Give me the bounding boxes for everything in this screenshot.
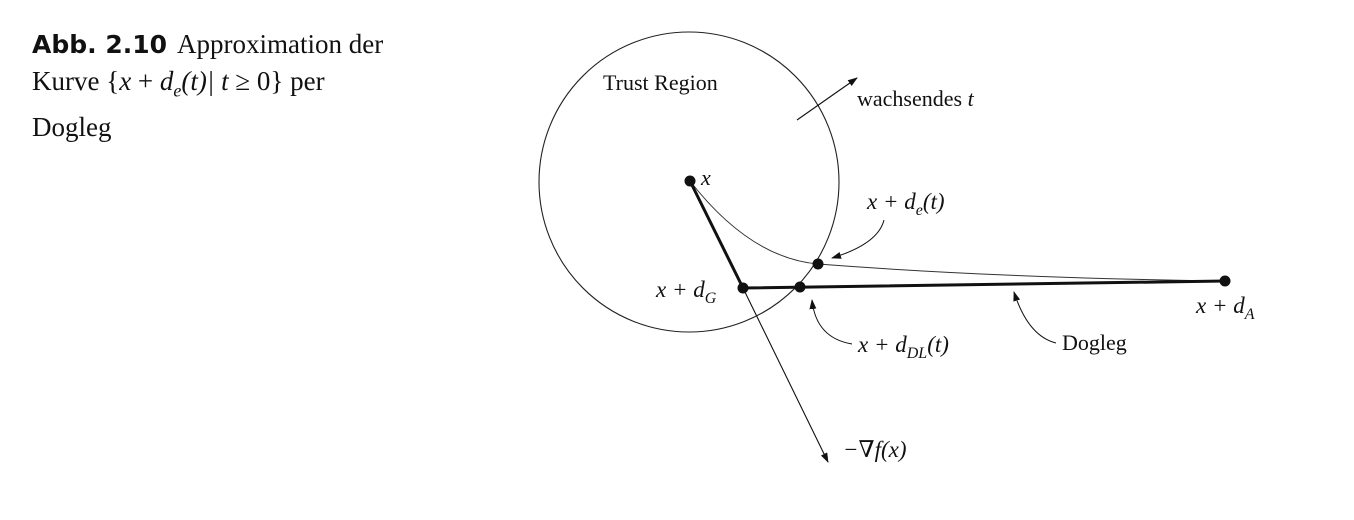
point-x-de-t — [812, 258, 824, 270]
x-ddl-t-label: x + dDL(t) — [857, 332, 949, 362]
caption-plus: + — [131, 66, 160, 96]
x-da-label: x + dA — [1195, 293, 1255, 323]
figure-number: Abb. 2.10 — [32, 30, 168, 59]
caption-text-1: Approximation der — [177, 29, 384, 59]
point-x-dg — [737, 282, 749, 294]
trust-region-label: Trust Region — [603, 70, 718, 95]
point-x-ddl-t — [794, 281, 806, 293]
dogleg-pointer — [1013, 291, 1057, 344]
x-dg-label: x + dG — [655, 277, 717, 307]
gradient-label: −∇f(x) — [843, 437, 907, 462]
figure-caption: Abb. 2.10 Approximation der Kurve {x + de… — [32, 26, 452, 146]
caption-line-2: Kurve {x + de(t)| t ≥ 0} per — [32, 63, 452, 109]
x-ddl-t-pointer — [809, 299, 853, 345]
caption-math-sub-e: e — [173, 80, 182, 101]
curve-x-de-t — [689, 180, 1226, 282]
dogleg-label: Dogleg — [1062, 330, 1127, 355]
trust-region-circle — [538, 31, 840, 333]
caption-rest: ≥ 0} per — [228, 66, 325, 96]
dogleg-path — [688, 180, 1226, 290]
x-de-t-label: x + de(t) — [866, 189, 945, 219]
caption-curve-prefix: Kurve { — [32, 66, 120, 96]
gradient-direction-arrow — [742, 287, 829, 463]
caption-math-x: x — [119, 66, 132, 96]
caption-math-d: d — [159, 66, 174, 96]
increasing-t-arrow — [796, 77, 858, 121]
caption-line-1: Abb. 2.10 Approximation der — [32, 26, 452, 63]
caption-math-t: (t)| t — [181, 66, 229, 96]
point-x — [684, 175, 696, 187]
point-x-da — [1219, 275, 1231, 287]
caption-line-3: Dogleg — [32, 112, 112, 143]
increasing-t-label: wachsendes t — [857, 86, 975, 111]
x-label: x — [700, 165, 711, 190]
x-de-t-pointer — [831, 219, 885, 259]
